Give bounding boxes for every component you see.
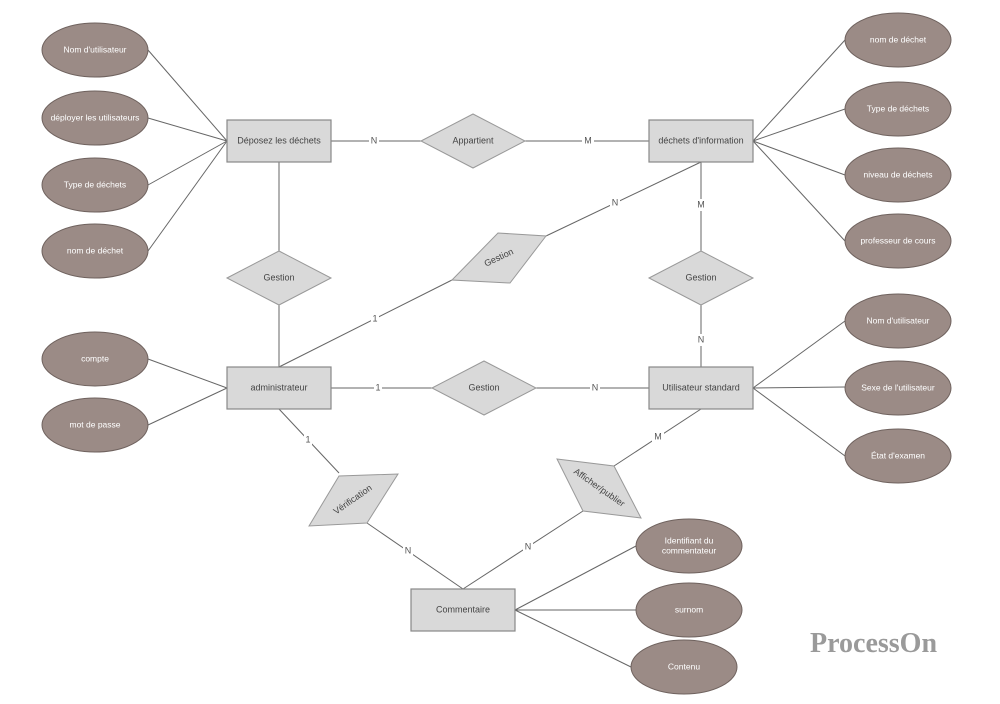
attributes-deposez: Nom d'utilisateur déployer les utilisate… — [41, 22, 149, 279]
entity-label: déchets d'information — [658, 135, 743, 145]
attribute-label: commentateur — [662, 545, 716, 555]
entity-label: administrateur — [250, 382, 307, 392]
cardinality-label: N — [371, 135, 378, 145]
relation-verification[interactable]: Vérification — [308, 473, 399, 527]
attribute-niveau-dechets[interactable]: niveau de déchets — [844, 147, 952, 203]
entity-label: Utilisateur standard — [662, 382, 740, 392]
relation-afficher-publier[interactable]: Afficher/publier — [556, 458, 642, 519]
attribute-compte[interactable]: compte — [41, 331, 149, 387]
entity-utilisateur-standard[interactable]: Utilisateur standard — [648, 366, 754, 410]
attribute-label: surnom — [675, 604, 703, 614]
cardinality-labels: N M 1 N M N 1 N 1 N M N — [304, 135, 707, 557]
attributes-admin: compte mot de passe — [41, 331, 149, 453]
attribute-mot-de-passe[interactable]: mot de passe — [41, 397, 149, 453]
attribute-label: nom de déchet — [67, 245, 124, 255]
attribute-sexe-utilisateur[interactable]: Sexe de l'utilisateur — [844, 360, 952, 416]
attribute-label: Contenu — [668, 661, 700, 671]
attribute-label: Nom d'utilisateur — [866, 315, 929, 325]
relation-label: Gestion — [468, 382, 499, 392]
cardinality-label: N — [698, 334, 705, 344]
attributes-dechets-info: nom de déchet Type de déchets niveau de … — [844, 12, 952, 269]
attribute-nom-utilisateur[interactable]: Nom d'utilisateur — [844, 293, 952, 349]
cardinality-label: N — [592, 382, 599, 392]
relation-gestion-left[interactable]: Gestion — [225, 250, 333, 306]
attribute-deployer-utilisateurs[interactable]: déployer les utilisateurs — [41, 90, 149, 146]
attribute-label: Type de déchets — [64, 179, 126, 189]
attribute-type-dechets[interactable]: Type de déchets — [41, 157, 149, 213]
attribute-label: nom de déchet — [870, 34, 927, 44]
attribute-nom-dechet[interactable]: nom de déchet — [41, 223, 149, 279]
relation-label: Appartient — [452, 135, 494, 145]
attribute-nom-utilisateur[interactable]: Nom d'utilisateur — [41, 22, 149, 78]
attribute-professeur-cours[interactable]: professeur de cours — [844, 213, 952, 269]
entity-label: Déposez les déchets — [237, 135, 321, 145]
relation-label: Gestion — [685, 272, 716, 282]
attribute-label: professeur de cours — [860, 235, 935, 245]
cardinality-label: 1 — [375, 382, 380, 392]
attribute-etat-examen[interactable]: État d'examen — [844, 428, 952, 484]
cardinality-label: N — [525, 541, 532, 551]
relation-gestion-middle[interactable]: Gestion — [430, 360, 538, 416]
attribute-surnom[interactable]: surnom — [635, 582, 743, 638]
attribute-label: compte — [81, 353, 109, 363]
relation-gestion-diagonal[interactable]: Gestion — [450, 232, 547, 284]
cardinality-label: M — [584, 135, 592, 145]
entity-deposez-les-dechets[interactable]: Déposez les déchets — [226, 119, 332, 163]
cardinality-label: M — [654, 431, 662, 441]
entity-dechets-information[interactable]: déchets d'information — [648, 119, 754, 163]
attribute-label: Nom d'utilisateur — [63, 44, 126, 54]
relation-label: Gestion — [263, 272, 294, 282]
attribute-label: Sexe de l'utilisateur — [861, 382, 935, 392]
cardinality-label: N — [405, 545, 412, 555]
attribute-label: déployer les utilisateurs — [51, 112, 140, 122]
processon-watermark: ProcessOn — [810, 628, 938, 659]
cardinality-label: 1 — [372, 313, 377, 323]
relation-gestion-right[interactable]: Gestion — [647, 250, 755, 306]
attribute-label: Identifiant du — [665, 535, 714, 545]
entity-commentaire[interactable]: Commentaire — [410, 588, 516, 632]
attribute-label: niveau de déchets — [864, 169, 933, 179]
relation-appartient[interactable]: Appartient — [419, 113, 527, 169]
attribute-contenu[interactable]: Contenu — [630, 639, 738, 695]
attribute-label: Type de déchets — [867, 103, 929, 113]
attribute-nom-dechet[interactable]: nom de déchet — [844, 12, 952, 68]
attributes-utilisateur: Nom d'utilisateur Sexe de l'utilisateur … — [844, 293, 952, 484]
entity-label: Commentaire — [436, 604, 490, 614]
cardinality-label: 1 — [305, 434, 310, 444]
cardinality-label: M — [697, 199, 705, 209]
attribute-type-dechets[interactable]: Type de déchets — [844, 81, 952, 137]
attribute-label: mot de passe — [69, 419, 120, 429]
cardinality-label: N — [612, 197, 619, 207]
entity-administrateur[interactable]: administrateur — [226, 366, 332, 410]
attribute-label: État d'examen — [871, 450, 925, 460]
